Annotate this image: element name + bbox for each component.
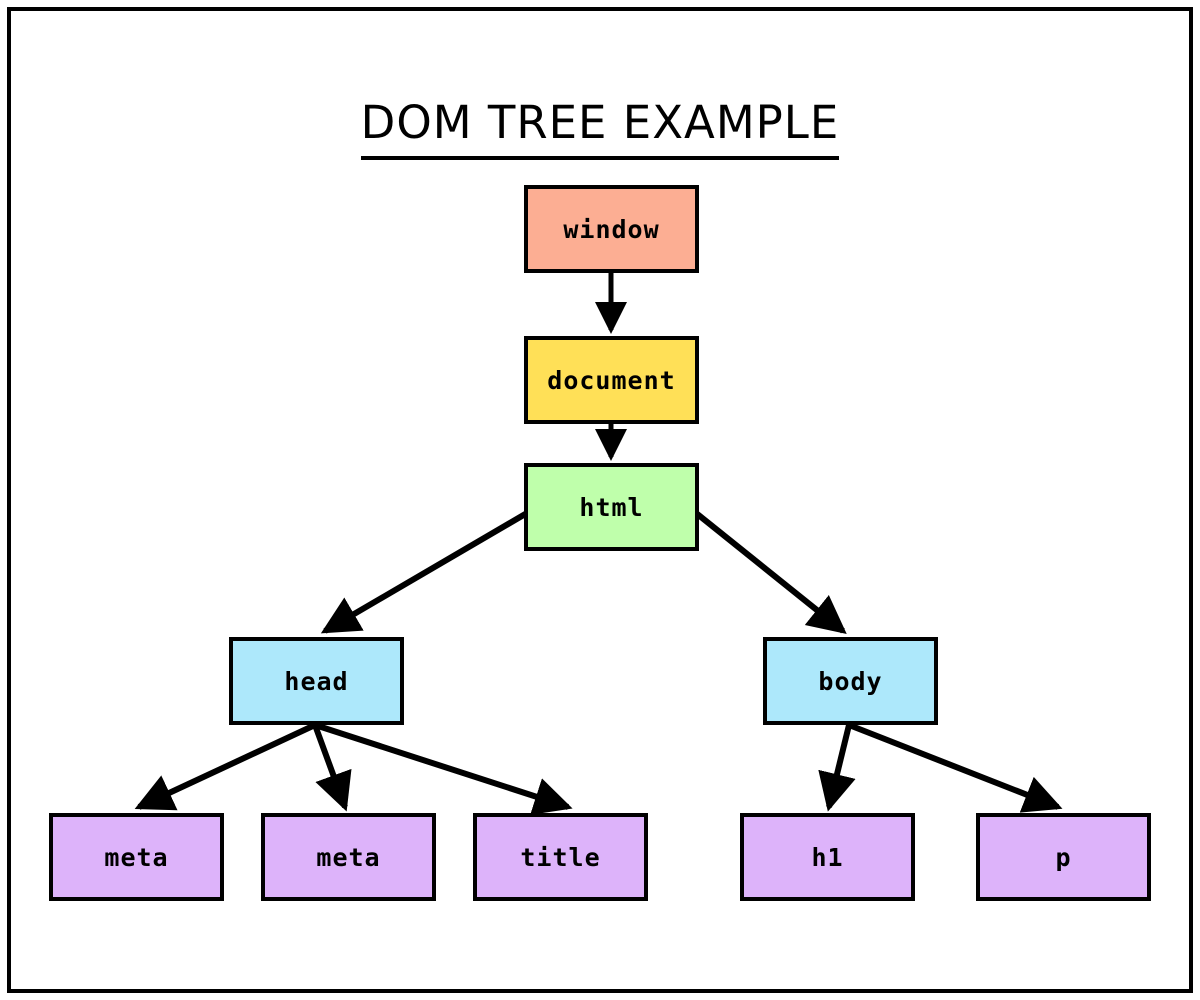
page-title: DOM TREE EXAMPLE bbox=[0, 96, 1200, 160]
node-meta-2-label: meta bbox=[316, 842, 381, 872]
node-html-label: html bbox=[579, 492, 644, 522]
node-h1-label: h1 bbox=[811, 842, 844, 872]
node-html[interactable]: html bbox=[524, 463, 699, 551]
node-body-label: body bbox=[818, 666, 883, 696]
node-head[interactable]: head bbox=[229, 637, 404, 725]
page-title-text: DOM TREE EXAMPLE bbox=[360, 96, 840, 160]
node-title-label: title bbox=[520, 842, 601, 872]
node-meta-1[interactable]: meta bbox=[49, 813, 224, 901]
node-document-label: document bbox=[547, 365, 676, 395]
node-title[interactable]: title bbox=[473, 813, 648, 901]
node-p[interactable]: p bbox=[976, 813, 1151, 901]
node-meta-2[interactable]: meta bbox=[261, 813, 436, 901]
node-head-label: head bbox=[284, 666, 349, 696]
node-h1[interactable]: h1 bbox=[740, 813, 915, 901]
node-meta-1-label: meta bbox=[104, 842, 169, 872]
node-window[interactable]: window bbox=[524, 185, 699, 273]
node-p-label: p bbox=[1055, 842, 1072, 872]
node-document[interactable]: document bbox=[524, 336, 699, 424]
node-body[interactable]: body bbox=[763, 637, 938, 725]
node-window-label: window bbox=[563, 214, 660, 244]
